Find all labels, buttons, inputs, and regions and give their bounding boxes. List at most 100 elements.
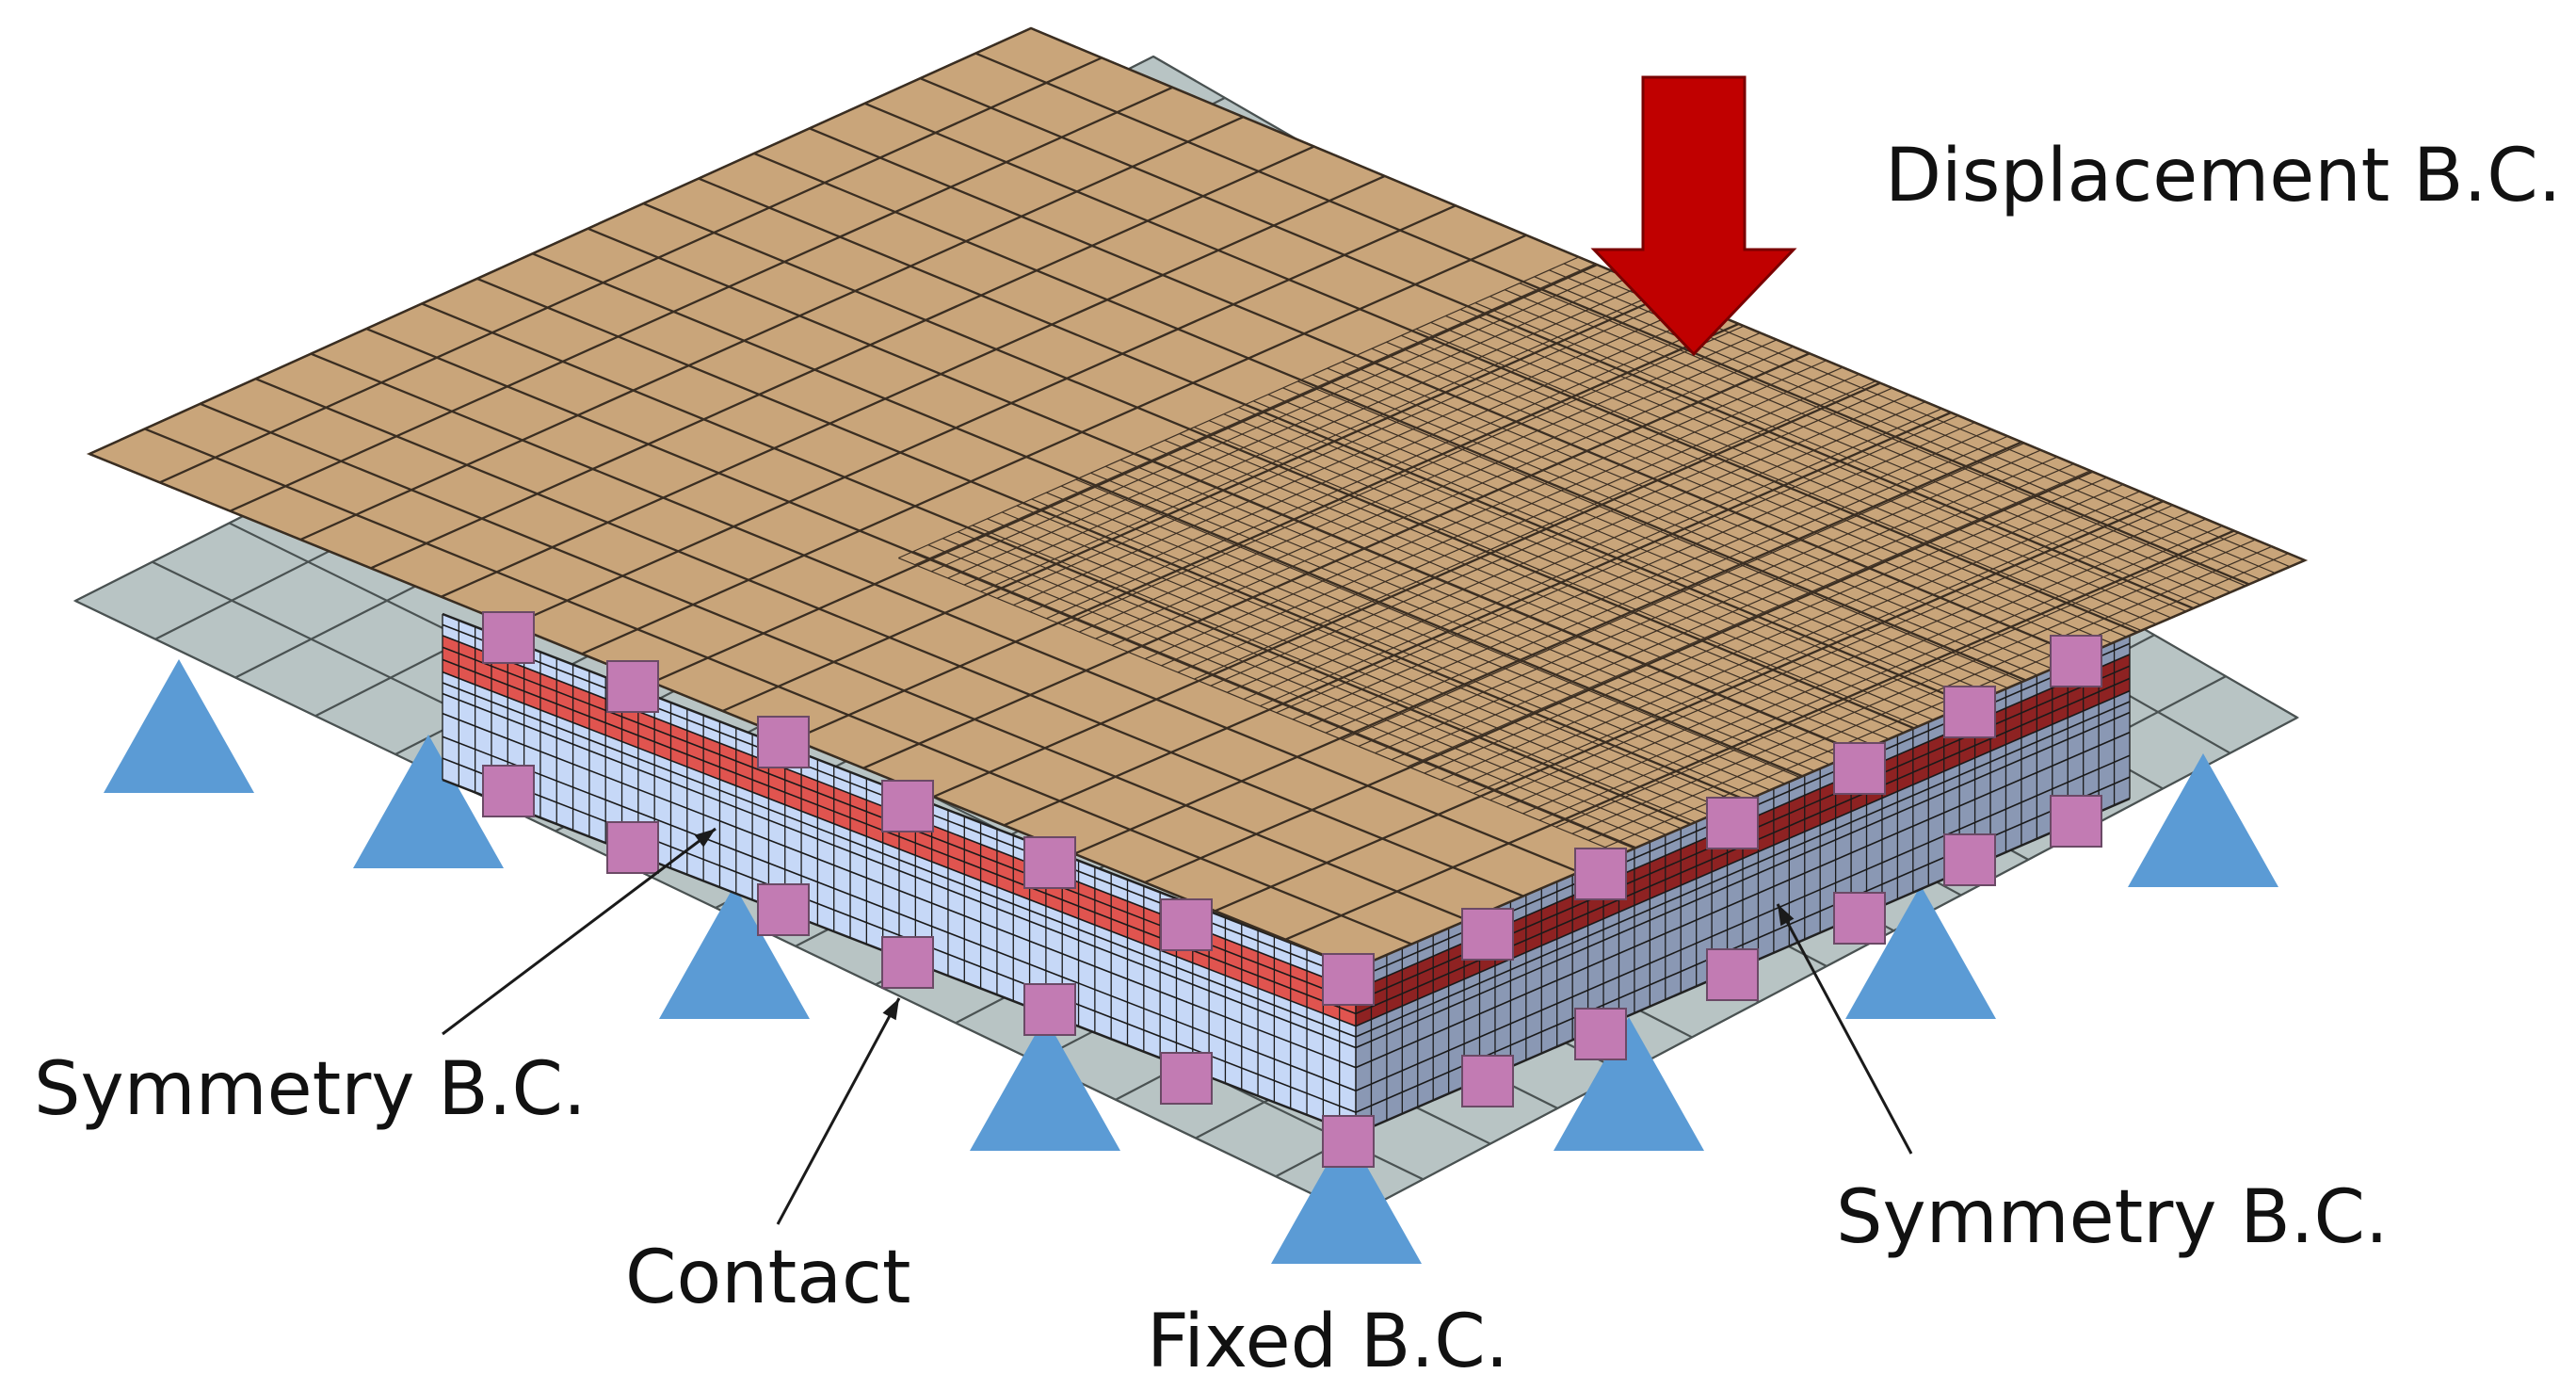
grid-line <box>1111 346 1794 646</box>
triangle-support-icon <box>970 1017 1120 1151</box>
leader-arrowhead <box>1778 904 1795 927</box>
square-marker-icon <box>1706 797 1759 849</box>
grid-line <box>652 264 1598 684</box>
square-marker-icon <box>1023 983 1076 1036</box>
grid-line <box>1062 325 1745 626</box>
square-marker-icon <box>881 936 934 989</box>
square-marker-icon <box>881 780 934 832</box>
square-marker-icon <box>757 883 810 936</box>
grid-line <box>1073 441 2022 855</box>
triangle-support-icon <box>353 735 504 868</box>
grid-line <box>1358 449 2041 748</box>
displacement-arrow <box>1590 75 1797 357</box>
square-marker-icon <box>1574 1008 1627 1060</box>
grid-line <box>963 283 1646 586</box>
grid-line <box>581 234 1527 655</box>
square-marker-icon <box>1322 953 1375 1006</box>
grid-line <box>947 277 1629 579</box>
grid-line <box>1355 717 2298 1216</box>
grid-line <box>1079 331 1761 633</box>
grid-line <box>370 145 1315 570</box>
grid-line <box>1309 428 1992 727</box>
grid-line <box>1342 443 2025 740</box>
square-marker-icon <box>606 821 659 874</box>
grid-line <box>1292 422 1975 720</box>
grid-line <box>933 381 1881 799</box>
grid-line <box>1391 462 2074 761</box>
leader-arrowhead <box>882 998 899 1021</box>
leader-arrowhead <box>694 829 716 848</box>
grid-line <box>996 298 1679 599</box>
square-marker-icon <box>1160 898 1213 951</box>
square-marker-icon <box>1322 1115 1375 1168</box>
leader-line <box>442 827 716 1036</box>
grid-line <box>1013 304 1695 606</box>
triangle-support-icon <box>1845 885 1996 1019</box>
grid-line <box>1276 414 1959 714</box>
grid-line <box>1243 401 1926 701</box>
grid-line <box>1375 456 2058 754</box>
grid-line <box>1215 500 2165 913</box>
grid-line <box>159 57 1103 484</box>
grid-line <box>1210 387 1893 687</box>
grid-line <box>1177 373 1860 673</box>
symmetry-markers <box>482 611 2102 1168</box>
triangle-support-icon <box>659 885 810 1019</box>
square-marker-icon <box>1943 686 1996 738</box>
contact-label: Contact <box>625 1236 911 1320</box>
grid-line <box>1227 394 1909 693</box>
square-marker-icon <box>1833 742 1886 795</box>
grid-line <box>1194 380 1876 680</box>
grid-line <box>89 26 1032 456</box>
grid-line <box>1095 339 1778 639</box>
grid-line <box>914 263 1596 566</box>
grid-line <box>299 116 1244 541</box>
square-marker-icon <box>1023 836 1076 889</box>
grid-line <box>1325 435 2008 734</box>
square-marker-icon <box>2050 635 2102 687</box>
square-marker-icon <box>482 611 535 664</box>
grid-line <box>1408 470 2091 768</box>
grid-line <box>1522 518 2207 815</box>
square-marker-icon <box>1833 892 1886 945</box>
square-marker-icon <box>482 765 535 817</box>
square-marker-icon <box>2050 795 2102 848</box>
grid-line <box>1003 412 1952 827</box>
square-marker-icon <box>757 716 810 768</box>
grid-line <box>510 204 1457 627</box>
grid-line <box>1555 532 2240 828</box>
grid-line <box>1505 511 2190 808</box>
grid-line <box>1161 366 1843 667</box>
square-marker-icon <box>1706 948 1759 1001</box>
square-marker-icon <box>606 660 659 713</box>
triangle-support-icon <box>104 659 254 793</box>
leader-lines <box>442 827 1913 1225</box>
grid-line <box>1144 470 2093 884</box>
grid-line <box>1588 545 2273 842</box>
triangle-support-icon <box>2128 753 2278 887</box>
grid-line <box>930 270 1613 573</box>
grid-line <box>1260 408 1942 707</box>
grid-line <box>898 256 1580 559</box>
grid-line <box>1128 352 1811 654</box>
grid-line <box>722 293 1668 713</box>
leader-line <box>776 997 901 1225</box>
square-marker-icon <box>1461 1055 1514 1107</box>
grid-line <box>1473 497 2157 795</box>
grid-line <box>229 86 1173 512</box>
symmetry-bc-left-label: Symmetry B.C. <box>34 1047 587 1132</box>
down-arrow-icon <box>1590 75 1797 357</box>
symmetry-bc-right-label: Symmetry B.C. <box>1836 1175 2389 1260</box>
square-marker-icon <box>1461 908 1514 961</box>
grid-line <box>792 322 1740 741</box>
fixed-bc-label: Fixed B.C. <box>1147 1300 1509 1384</box>
grid-line <box>1538 525 2223 821</box>
grid-line <box>1144 360 1827 660</box>
grid-line <box>1571 539 2256 834</box>
grid-line <box>1489 504 2174 801</box>
grid-line <box>1284 529 2235 941</box>
square-marker-icon <box>1574 848 1627 900</box>
grid-line <box>441 174 1386 598</box>
grid-line <box>980 290 1662 592</box>
